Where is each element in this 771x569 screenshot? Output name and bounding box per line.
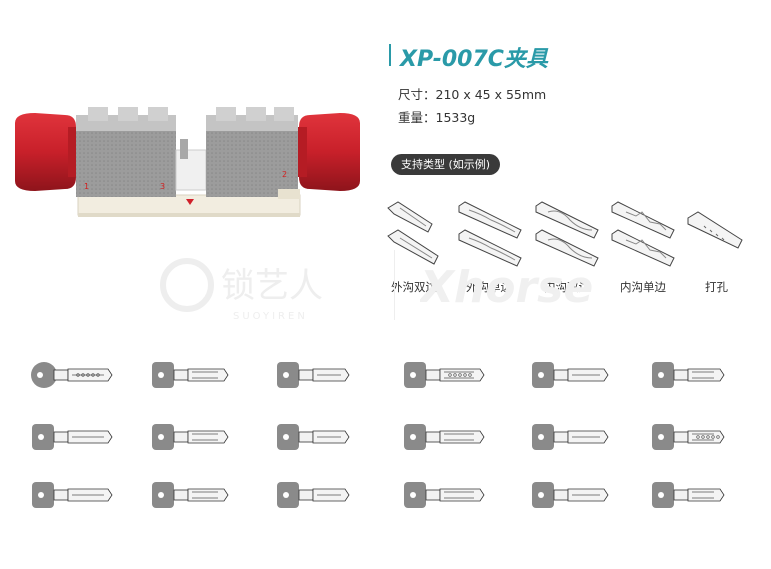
- fixture-illustration: 1 3 2: [15, 107, 360, 217]
- dimple-key-icon: [652, 424, 725, 450]
- internal-double-groove-key-icon: [32, 482, 113, 508]
- external-double-groove-key-icon: [277, 362, 350, 388]
- internal-double-groove-key-icon: [535, 201, 599, 267]
- single-sided-key-icon: [32, 424, 113, 450]
- internal-double-groove-key-icon: [652, 482, 725, 508]
- type-label-internal-double: 内沟双边: [544, 280, 590, 294]
- round-head-dimple-key-icon: [31, 362, 113, 388]
- title-accent-bar: [389, 44, 391, 66]
- watermark-brand-en: SUOYIREN: [233, 311, 308, 322]
- product-weight: 重量：1533g: [398, 110, 476, 125]
- external-double-groove-key-icon: [404, 424, 485, 450]
- left-knob: [15, 113, 76, 191]
- dimple-key-icon: [687, 211, 743, 249]
- external-single-groove-key-icon: [458, 201, 522, 267]
- watermark-brand-cn: 锁艺人: [221, 266, 323, 306]
- external-double-groove-key-icon: [387, 201, 439, 265]
- pointed-blade-key-icon: [532, 482, 609, 508]
- type-label-dimple: 打孔: [705, 280, 728, 294]
- product-title: XP-007C夹具: [400, 47, 548, 72]
- type-label-external-single: 外沟单边: [466, 280, 512, 294]
- type-label-external-double: 外沟双边: [391, 280, 437, 294]
- tubular-key-icon: [152, 482, 229, 508]
- flat-blade-key-icon: [277, 424, 350, 450]
- external-double-groove-key-icon: [652, 362, 725, 388]
- suoyiren-watermark-logo: 锁艺人 SUOYIREN: [160, 258, 323, 322]
- fixture-number-center: 3: [160, 182, 165, 191]
- watermark-partner: Xhorse: [420, 262, 593, 313]
- short-cylinder-key-icon: [277, 482, 350, 508]
- fixture-number-left: 1: [84, 182, 89, 191]
- fixture-number-right: 2: [282, 170, 287, 179]
- watermark-divider: [394, 250, 395, 320]
- support-types-badge: 支持类型 (如示例): [391, 154, 501, 175]
- product-size: 尺寸：210 x 45 x 55mm: [398, 87, 547, 102]
- round-shank-key-icon: [404, 482, 485, 508]
- internal-single-groove-key-icon: [532, 424, 609, 450]
- center-marker-icon: [186, 199, 194, 205]
- xhorse-watermark-logo: Xhorse: [420, 262, 593, 313]
- right-knob: [299, 113, 360, 191]
- external-single-groove-key-icon: [152, 362, 229, 388]
- internal-double-groove-key-icon: [152, 424, 229, 450]
- internal-single-groove-key-icon: [611, 201, 675, 267]
- type-label-internal-single: 内沟单边: [620, 280, 666, 294]
- dimple-key-icon: [404, 362, 485, 388]
- internal-single-groove-key-icon: [532, 362, 609, 388]
